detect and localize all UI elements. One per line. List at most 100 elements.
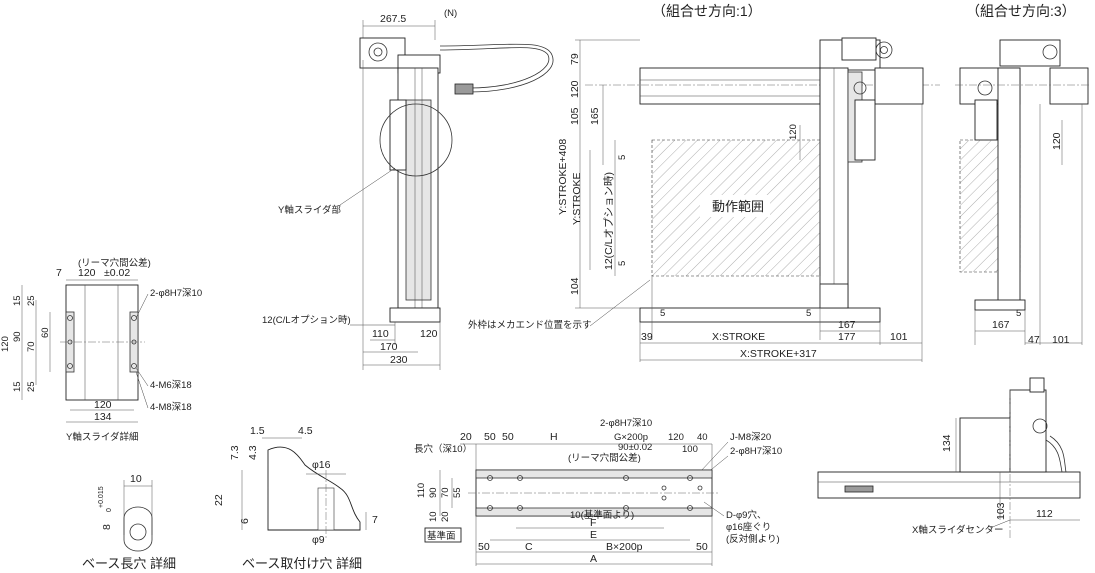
dim-v104: 104 bbox=[569, 277, 581, 295]
dim-v5a: 5 bbox=[617, 155, 628, 160]
dim-v120: 120 bbox=[569, 80, 581, 98]
yd-caption: Y軸スライダ詳細 bbox=[66, 431, 138, 443]
md-phi16: φ16 bbox=[312, 459, 331, 471]
yd-b134: 134 bbox=[94, 411, 112, 423]
bv-v55: 55 bbox=[452, 487, 463, 498]
title-combo-3: （組合せ方向:3） bbox=[966, 3, 1076, 19]
bv-d90tol: 90±0.02 bbox=[618, 442, 652, 453]
yd-v70: 70 bbox=[26, 341, 37, 352]
bv-v110: 110 bbox=[416, 483, 427, 498]
yd-m6: 4-M6深18 bbox=[150, 380, 192, 391]
dim-h5r: 5 bbox=[806, 308, 811, 319]
md-d7: 7 bbox=[372, 514, 378, 526]
xs-v103: 103 bbox=[995, 502, 1007, 520]
base-plan-view: 20 50 50 H 長穴（深10） 2-φ8H7深10 G×200p 120 … bbox=[414, 418, 782, 566]
yd-w120: 120 bbox=[78, 267, 96, 279]
combo3-101: 101 bbox=[1052, 334, 1070, 346]
dim-110: 110 bbox=[372, 328, 389, 340]
bv-v10: 10 bbox=[428, 511, 439, 522]
yd-reamer: (リーマ穴間公差) bbox=[78, 257, 151, 269]
dim-v105: 105 bbox=[569, 107, 581, 125]
bv-d120: 120 bbox=[668, 432, 684, 443]
bv-e: E bbox=[590, 529, 597, 541]
bv-base-face: 基準面 bbox=[427, 530, 456, 542]
yd-m8: 4-M8深18 bbox=[150, 402, 192, 413]
label-y-slider-part: Y軸スライダ部 bbox=[278, 204, 341, 216]
bv-d-holes: D-φ9穴、 bbox=[726, 509, 766, 521]
bv-v90: 90 bbox=[428, 487, 439, 498]
slot-detail: 10 8 +0.015 0 ベース長穴 詳細 bbox=[82, 473, 176, 571]
yd-v60: 60 bbox=[40, 327, 51, 338]
dim-v79: 79 bbox=[569, 53, 581, 65]
dim-230: 230 bbox=[390, 354, 408, 366]
bv-b50a: 50 bbox=[478, 541, 490, 553]
bv-slot: 長穴（深10） bbox=[414, 443, 472, 455]
dim-v5b: 5 bbox=[617, 261, 628, 266]
y-slider-detail: (リーマ穴間公差) 120 ±0.02 7 2-φ8H7深10 4-M6深18 … bbox=[0, 257, 202, 443]
combo-3-view: 120 5 167 47 101 bbox=[955, 39, 1090, 346]
bv-d20: 20 bbox=[460, 431, 472, 443]
label-cl-option: 12(C/Lオプション時) bbox=[262, 315, 351, 326]
bv-bp: B×200p bbox=[606, 541, 643, 553]
dim-39: 39 bbox=[641, 331, 653, 343]
md-d45: 4.5 bbox=[298, 425, 313, 437]
sd-h8: 8 bbox=[101, 524, 113, 530]
md-d22: 22 bbox=[213, 494, 225, 506]
front-view-combo-1: 動作範囲 79 120 105 165 104 Y:STROKE+408 Y:S… bbox=[468, 37, 940, 362]
md-d43: 4.3 bbox=[247, 445, 259, 460]
bv-d40: 40 bbox=[697, 432, 708, 443]
md-d15: 1.5 bbox=[250, 425, 265, 437]
label-x-stroke-317: X:STROKE+317 bbox=[740, 348, 817, 360]
combo3-47: 47 bbox=[1028, 334, 1040, 346]
bv-c: C bbox=[525, 541, 533, 553]
dim-167: 167 bbox=[838, 319, 856, 331]
yd-b120: 120 bbox=[94, 399, 112, 411]
label-x-stroke: X:STROKE bbox=[712, 331, 765, 343]
bv-h: H bbox=[550, 431, 558, 443]
md-d6: 6 bbox=[239, 518, 251, 524]
label-y-stroke-408: Y:STROKE+408 bbox=[557, 139, 569, 215]
dim-101: 101 bbox=[890, 331, 908, 343]
yd-v90: 90 bbox=[12, 331, 23, 342]
yd-v25b: 25 bbox=[26, 381, 37, 392]
sd-tol-dn: 0 bbox=[106, 508, 113, 512]
combo3-v120: 120 bbox=[1051, 132, 1063, 150]
bv-d50a: 50 bbox=[484, 431, 496, 443]
yd-phi8: 2-φ8H7深10 bbox=[150, 288, 202, 299]
yd-v15b: 15 bbox=[12, 381, 23, 392]
dim-170: 170 bbox=[380, 341, 398, 353]
bv-phi8: 2-φ8H7深10 bbox=[600, 418, 652, 429]
dim-v120r: 120 bbox=[788, 124, 799, 140]
label-cl-option-v: 12(C/Lオプション時) bbox=[603, 172, 615, 270]
bv-ref10: 10(基準面より) bbox=[570, 509, 634, 521]
bv-f: F bbox=[590, 517, 596, 529]
label-n: (N) bbox=[444, 8, 457, 19]
label-motion-range: 動作範囲 bbox=[712, 199, 764, 214]
xs-caption: X軸スライダセンター bbox=[912, 524, 1003, 536]
bv-phi8b: 2-φ8H7深10 bbox=[730, 446, 782, 457]
md-caption: ベース取付け穴 詳細 bbox=[242, 556, 362, 571]
yd-v120: 120 bbox=[0, 336, 11, 352]
bv-jm8: J-M8深20 bbox=[730, 432, 771, 443]
bv-d100: 100 bbox=[682, 444, 698, 455]
dim-120: 120 bbox=[420, 328, 438, 340]
bv-a: A bbox=[590, 553, 597, 565]
bv-b50b: 50 bbox=[696, 541, 708, 553]
dim-h5l: 5 bbox=[660, 308, 665, 319]
combo3-h5: 5 bbox=[1016, 308, 1021, 319]
xs-d112: 112 bbox=[1036, 508, 1053, 520]
bv-d50b: 50 bbox=[502, 431, 514, 443]
dim-v165: 165 bbox=[589, 107, 601, 125]
md-d73: 7.3 bbox=[229, 445, 241, 460]
title-combo-1: （組合せ方向:1） bbox=[652, 3, 762, 19]
bv-v70: 70 bbox=[440, 487, 451, 498]
sd-tol-up: +0.015 bbox=[98, 486, 105, 508]
bv-g: G×200p bbox=[614, 432, 648, 443]
yd-v15a: 15 bbox=[12, 295, 23, 306]
combo3-167: 167 bbox=[992, 319, 1010, 331]
label-outer-frame: 外枠はメカエンド位置を示す bbox=[468, 319, 592, 331]
sd-w10: 10 bbox=[130, 473, 142, 485]
dim-177: 177 bbox=[838, 331, 856, 343]
bv-opp: (反対側より) bbox=[726, 533, 780, 545]
